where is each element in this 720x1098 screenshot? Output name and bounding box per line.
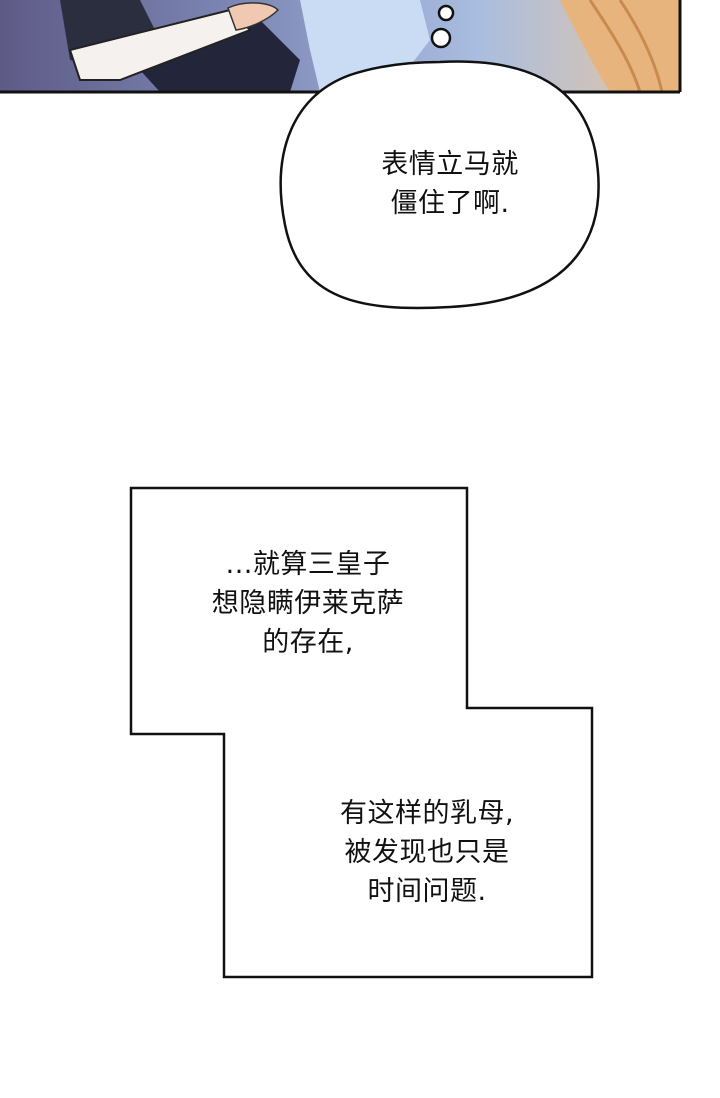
top-illustration-panel: [0, 0, 682, 94]
narration-line: 被发现也只是: [344, 837, 510, 869]
bubble-tail-dot: [437, 4, 455, 22]
speech-bubble: [279, 4, 600, 310]
speech-line: 僵住了啊.: [390, 188, 510, 220]
speech-line: 表情立马就: [381, 149, 519, 180]
narration-box-outline: [129, 486, 594, 979]
white-sleeve-shape: [68, 8, 252, 81]
hair-strand: [588, 0, 642, 93]
narration-text-part1: ...就算三皇子 想隐瞒伊莱克萨 的存在,: [168, 545, 448, 662]
hand-shape: [227, 2, 280, 31]
speech-bubble-outline: [279, 60, 600, 310]
narration-line: 有这样的乳母,: [339, 798, 515, 829]
hair-strand: [618, 0, 664, 93]
narration-line: 的存在,: [262, 627, 354, 659]
narration-text-part2: 有这样的乳母, 被发现也只是 时间问题.: [292, 794, 562, 911]
narration-line: 想隐瞒伊莱克萨: [211, 588, 405, 620]
narration-line: ...就算三皇子: [225, 549, 391, 580]
narration-line: 时间问题.: [367, 876, 487, 908]
speech-bubble-text: 表情立马就 僵住了啊.: [340, 145, 560, 223]
bubble-tail-dot: [430, 27, 452, 49]
